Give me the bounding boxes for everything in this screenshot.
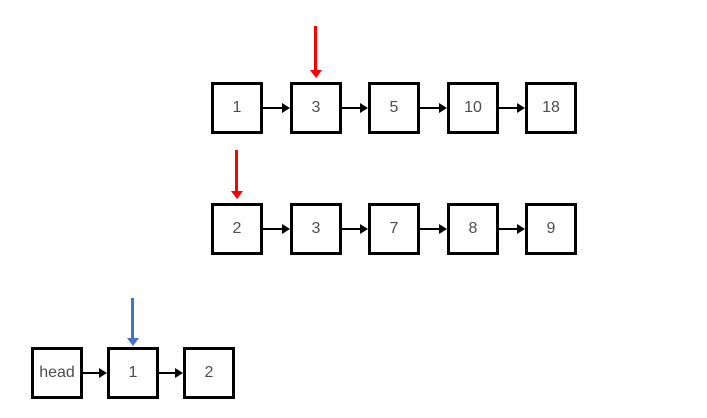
pointer-arrow-stem xyxy=(131,298,134,339)
next-arrow-line xyxy=(420,107,441,109)
node-value: 8 xyxy=(468,220,478,237)
next-arrow-icon xyxy=(342,102,368,114)
node-value: 1 xyxy=(232,99,242,116)
list-node: head xyxy=(31,347,83,399)
next-arrow-head xyxy=(360,224,368,234)
next-arrow-line xyxy=(83,372,101,374)
next-arrow-line xyxy=(420,228,441,230)
next-arrow-line xyxy=(499,228,519,230)
pointer-arrow-head xyxy=(231,191,243,199)
next-arrow-icon xyxy=(420,102,447,114)
list-node: 1 xyxy=(211,82,263,134)
next-arrow-line xyxy=(263,107,284,109)
pointer-arrow-stem xyxy=(314,26,317,71)
list-node: 2 xyxy=(183,347,235,399)
pointer-arrow-stem xyxy=(235,150,238,192)
node-value: head xyxy=(39,364,75,381)
next-arrow-head xyxy=(360,103,368,113)
next-arrow-icon xyxy=(263,102,290,114)
next-arrow-icon xyxy=(159,367,183,379)
pointer-arrow-head xyxy=(127,338,139,346)
list-node: 8 xyxy=(447,203,499,255)
next-arrow-icon xyxy=(499,102,525,114)
next-arrow-icon xyxy=(342,223,368,235)
node-value: 3 xyxy=(311,220,321,237)
next-arrow-line xyxy=(499,107,519,109)
red-pointer-down-arrow-icon xyxy=(310,26,322,78)
list-node: 2 xyxy=(211,203,263,255)
red-pointer-down-arrow-icon xyxy=(231,150,243,199)
blue-pointer-down-arrow-icon xyxy=(127,298,139,346)
list-node: 5 xyxy=(368,82,420,134)
next-arrow-icon xyxy=(263,223,290,235)
next-arrow-icon xyxy=(83,367,107,379)
next-arrow-line xyxy=(159,372,177,374)
next-arrow-head xyxy=(517,224,525,234)
node-value: 2 xyxy=(204,364,214,381)
next-arrow-head xyxy=(175,368,183,378)
next-arrow-head xyxy=(517,103,525,113)
next-arrow-head xyxy=(282,103,290,113)
pointer-arrow-head xyxy=(310,70,322,78)
next-arrow-line xyxy=(342,107,362,109)
next-arrow-icon xyxy=(499,223,525,235)
node-value: 5 xyxy=(389,99,399,116)
next-arrow-line xyxy=(263,228,284,230)
list-node: 3 xyxy=(290,82,342,134)
node-value: 18 xyxy=(542,99,560,116)
next-arrow-line xyxy=(342,228,362,230)
node-value: 10 xyxy=(464,99,482,116)
next-arrow-head xyxy=(99,368,107,378)
list-node: 10 xyxy=(447,82,499,134)
node-value: 3 xyxy=(311,99,321,116)
list-node: 9 xyxy=(525,203,577,255)
list-node: 7 xyxy=(368,203,420,255)
next-arrow-icon xyxy=(420,223,447,235)
next-arrow-head xyxy=(439,224,447,234)
list-node: 1 xyxy=(107,347,159,399)
node-value: 7 xyxy=(389,220,399,237)
node-value: 9 xyxy=(546,220,556,237)
next-arrow-head xyxy=(282,224,290,234)
list-node: 3 xyxy=(290,203,342,255)
list-node: 18 xyxy=(525,82,577,134)
node-value: 2 xyxy=(232,220,242,237)
next-arrow-head xyxy=(439,103,447,113)
node-value: 1 xyxy=(128,364,138,381)
